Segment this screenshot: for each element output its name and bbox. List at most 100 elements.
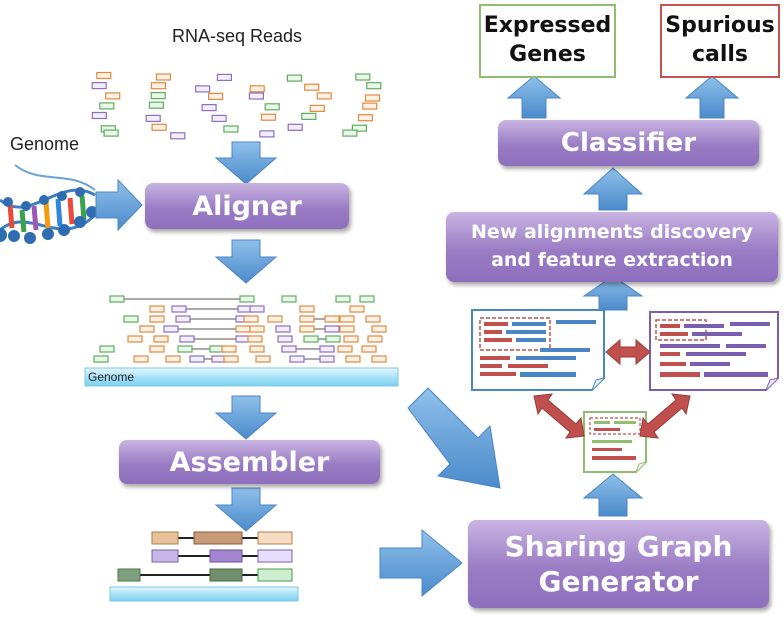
graph-doc-left [471, 309, 605, 391]
read-fragment [301, 112, 317, 121]
aligned-read [189, 355, 205, 363]
read-fragment [364, 94, 381, 102]
aligned-read [367, 335, 383, 343]
aligned-read [337, 345, 353, 353]
read-fragment [287, 123, 303, 131]
read-fragment [357, 114, 374, 122]
sharing-graph-generator-box: Sharing Graph Generator [468, 520, 769, 608]
aligned-read [359, 295, 375, 303]
aligned-read [249, 305, 265, 313]
aligned-read [299, 315, 315, 323]
graph-doc-right [649, 311, 779, 391]
read-fragment [150, 82, 166, 90]
aligned-read [289, 355, 305, 363]
read-fragment [264, 103, 280, 111]
read-fragment [342, 129, 358, 137]
genome-label: Genome [10, 134, 80, 154]
read-fragment [91, 81, 107, 90]
aligned-read [127, 335, 143, 343]
read-fragment [151, 123, 167, 131]
aligned-read [93, 355, 109, 363]
spurious-calls-line2: calls [691, 42, 749, 67]
aligned-read [267, 315, 283, 323]
read-fragment [362, 102, 378, 110]
read-fragment [355, 73, 371, 81]
assembled-transcripts [117, 531, 293, 582]
aligned-read [339, 315, 355, 323]
new-alignments-label-line1: New alignments discovery [471, 221, 753, 244]
red-double-arrow-horizontal [605, 338, 651, 366]
aligned-read [281, 345, 297, 353]
arrow-assembler-to-transcripts [214, 487, 278, 532]
read-fragment [96, 71, 112, 80]
classifier-label: Classifier [560, 128, 697, 158]
assembler-box: Assembler [119, 440, 380, 484]
aligned-read [175, 315, 191, 323]
expressed-genes-line1: Expressed [483, 13, 612, 39]
read-fragment [351, 124, 367, 132]
aligned-read [361, 345, 377, 353]
read-fragment [259, 130, 275, 138]
arrow-sharing-graph-to-graphs [582, 473, 644, 517]
aligned-reads-cluster [93, 295, 387, 363]
arrow-alignments-to-sharing-graph [407, 387, 501, 489]
aligned-read [299, 325, 315, 333]
aligned-read [171, 305, 187, 313]
aligner-label: Aligner [192, 190, 302, 222]
red-double-arrow-right-diagonal [639, 393, 691, 439]
sharing-graph-label-line2: Generator [538, 565, 699, 598]
read-fragment [286, 74, 302, 82]
aligned-read [139, 325, 155, 333]
arrow-transcripts-to-sharing-graph [379, 528, 463, 598]
aligned-read [249, 345, 265, 353]
aligned-read [319, 355, 335, 363]
aligner-box: Aligner [145, 183, 349, 229]
aligned-read [149, 345, 165, 353]
read-fragment [366, 82, 382, 90]
graph-doc-bottom [583, 411, 647, 473]
aligned-read [149, 305, 165, 313]
read-fragment [208, 92, 224, 101]
aligned-read [149, 315, 165, 323]
read-fragment [150, 91, 166, 100]
read-fragment [260, 113, 277, 121]
arrow-aligner-to-alignments [214, 239, 278, 284]
read-fragment [170, 132, 186, 140]
read-fragment [103, 129, 119, 137]
read-fragment [211, 114, 227, 123]
aligned-read [221, 345, 237, 353]
aligned-read [247, 335, 263, 343]
aligned-read [335, 295, 351, 303]
new-alignments-box: New alignments discovery and feature ext… [446, 212, 778, 282]
arrow-genome-to-aligner [95, 178, 143, 232]
read-fragment [201, 103, 217, 112]
aligned-read [299, 305, 315, 313]
red-double-arrow-left-diagonal [533, 393, 585, 439]
genome-bar-label: Genome [88, 370, 135, 384]
read-fragment [148, 101, 164, 109]
aligned-read [179, 335, 195, 343]
aligned-read [324, 315, 340, 323]
arrow-classifier-to-expressed [506, 75, 562, 119]
aligned-read [324, 325, 340, 333]
aligned-read [249, 325, 265, 333]
aligned-read [365, 315, 381, 323]
aligned-read [223, 355, 239, 363]
arrow-new-alignments-to-classifier [582, 167, 644, 211]
aligned-read [153, 335, 169, 343]
aligned-read [255, 355, 271, 363]
aligned-read [371, 325, 387, 333]
expressed-genes-box: Expressed Genes [479, 4, 616, 78]
dna-helix-icon [0, 164, 98, 244]
aligned-read [303, 335, 319, 343]
aligned-read [281, 295, 297, 303]
rna-seq-reads-cluster [91, 71, 382, 140]
aligned-read [243, 315, 259, 323]
arrow-alignments-to-assembler [214, 395, 278, 440]
spurious-calls-box: Spurious calls [660, 4, 780, 78]
assembler-label: Assembler [169, 446, 330, 478]
aligned-read [163, 325, 179, 333]
expressed-genes-line2: Genes [509, 42, 586, 67]
aligned-read [371, 355, 387, 363]
